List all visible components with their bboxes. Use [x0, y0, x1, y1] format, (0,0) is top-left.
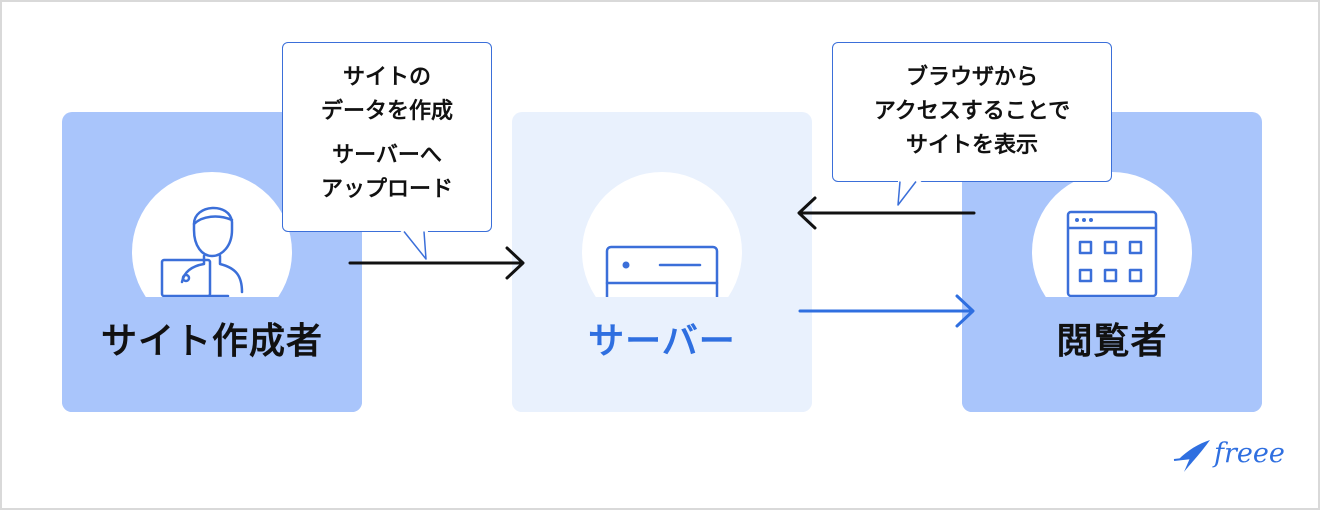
bubble-right-line3: サイトを表示 — [905, 133, 1038, 158]
viewer-panel-lower — [962, 297, 1262, 412]
freee-bird-icon — [1173, 440, 1210, 472]
bubble-left-line4: アップロード — [320, 177, 453, 202]
bubble-right-line1: ブラウザから — [905, 65, 1038, 90]
server-label: サーバー — [588, 321, 736, 362]
server-panel-lower — [512, 297, 812, 412]
person-laptop-icon — [160, 206, 244, 298]
upload-speech-bubble: サイトの データを作成 サーバーへ アップロード — [282, 42, 492, 232]
access-speech-bubble: ブラウザから アクセスすることで サイトを表示 — [832, 42, 1112, 182]
upload-arrow — [348, 246, 525, 280]
freee-logo-text: freee — [1214, 438, 1285, 469]
browser-window-icon — [1066, 210, 1158, 298]
creator-label: サイト作成者 — [100, 321, 323, 362]
bubble-left-tail — [400, 230, 428, 260]
bubble-right-line2: アクセスすることで — [873, 99, 1071, 124]
bubble-left-line3: サーバーへ — [332, 143, 442, 168]
bubble-right-tail — [897, 180, 922, 206]
creator-panel-lower — [62, 297, 362, 412]
response-arrow — [798, 294, 975, 328]
bubble-left-line1: サイトの — [342, 65, 431, 90]
bubble-left-line2: データを作成 — [320, 99, 453, 124]
server-panel: サーバー — [512, 112, 812, 412]
viewer-label: 閲覧者 — [1056, 321, 1168, 362]
request-arrow — [797, 196, 976, 230]
